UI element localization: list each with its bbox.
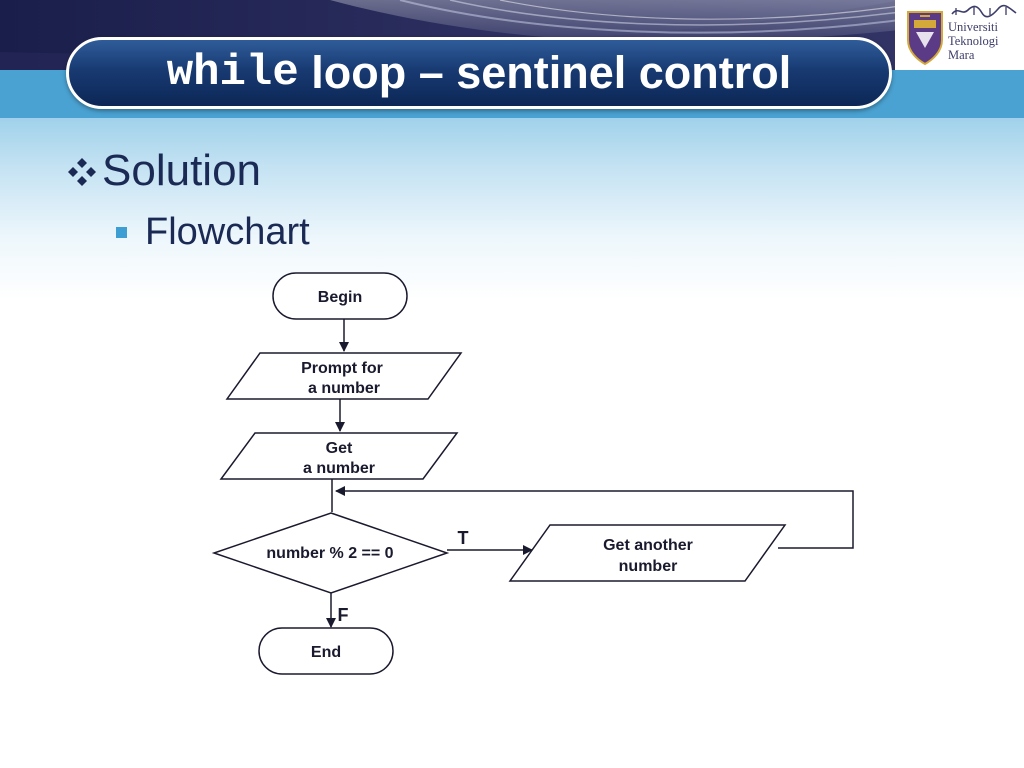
decision-label: number % 2 == 0 [266, 545, 393, 562]
university-name-line3: Mara [948, 48, 975, 62]
diamond-cluster-icon [68, 158, 96, 186]
bullet-solution: Solution [64, 146, 261, 196]
square-bullet-icon [116, 226, 127, 238]
university-name: Universiti Teknologi Mara [948, 20, 999, 62]
true-label: T [458, 528, 469, 548]
page-title: loop – sentinel control [298, 47, 792, 98]
get-another-shape: Get another number [508, 524, 787, 582]
get-another-label-line1: Get another [603, 537, 693, 554]
university-name-line2: Teknologi [948, 34, 999, 48]
prompt-input-shape: Prompt for a number [225, 352, 463, 400]
prompt-label-line2: a number [308, 380, 380, 397]
arrow-loop-back [335, 486, 854, 549]
false-label: F [338, 605, 349, 625]
university-name-line1: Universiti [948, 20, 998, 34]
logo-script-mark [951, 4, 1017, 18]
bullet-flowchart: Flowchart [116, 210, 310, 254]
end-terminator: End [258, 627, 394, 675]
bullet-flowchart-label: Flowchart [145, 210, 310, 253]
end-label: End [311, 644, 341, 661]
get-another-label-line2: number [619, 558, 678, 575]
university-logo [907, 11, 943, 66]
title-bar: while loop – sentinel control [66, 37, 892, 109]
begin-terminator: Begin [272, 272, 408, 320]
title-keyword: while [166, 48, 299, 98]
decision-diamond: number % 2 == 0 [211, 512, 450, 594]
bullet-solution-label: Solution [102, 146, 262, 195]
get-label-line2: a number [303, 460, 375, 477]
get-label-line1: Get [326, 440, 353, 457]
prompt-label-line1: Prompt for [301, 360, 383, 377]
begin-label: Begin [318, 289, 362, 306]
get-number-shape: Get a number [219, 432, 459, 480]
